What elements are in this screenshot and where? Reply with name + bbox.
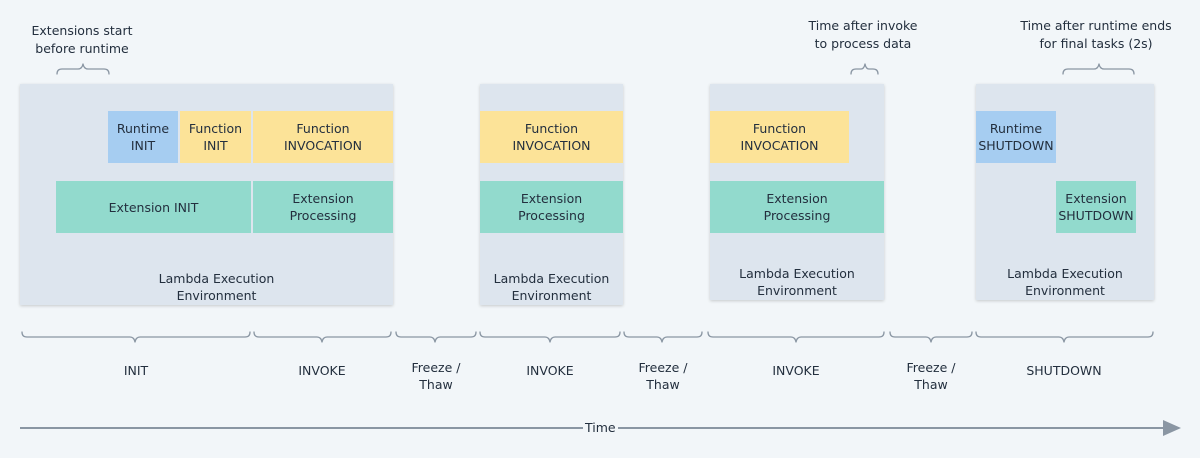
environment-label: Lambda Execution Environment bbox=[739, 266, 855, 298]
brace-shutdown bbox=[975, 331, 1154, 343]
runtime-init-box: Runtime INIT bbox=[108, 111, 178, 163]
function-invocation-box: Function INVOCATION bbox=[253, 111, 393, 163]
extension-shutdown-box: Extension SHUTDOWN bbox=[1056, 181, 1136, 233]
function-invocation-box: Function INVOCATION bbox=[710, 111, 849, 163]
brace-freeze-3 bbox=[889, 331, 973, 343]
brace-init bbox=[21, 331, 251, 343]
phase-label-invoke-3: INVOKE bbox=[772, 363, 820, 378]
extension-processing-box: Extension Processing bbox=[480, 181, 623, 233]
brace-time-after-invoke bbox=[850, 63, 879, 75]
lambda-environment-2: Function INVOCATION Extension Processing… bbox=[480, 84, 623, 305]
brace-invoke-1 bbox=[253, 331, 392, 343]
function-init-box: Function INIT bbox=[180, 111, 251, 163]
environment-label: Lambda Execution Environment bbox=[1007, 266, 1123, 298]
extension-processing-box: Extension Processing bbox=[253, 181, 393, 233]
time-axis-label: Time bbox=[583, 420, 618, 436]
brace-freeze-2 bbox=[623, 331, 703, 343]
lambda-environment-4: Runtime SHUTDOWN Extension SHUTDOWN Lamb… bbox=[976, 84, 1154, 300]
function-invocation-box: Function INVOCATION bbox=[480, 111, 623, 163]
note-time-after-invoke: Time after invoke to process data bbox=[808, 18, 918, 51]
brace-freeze-1 bbox=[395, 331, 477, 343]
phase-label-invoke-1: INVOKE bbox=[298, 363, 346, 378]
phase-label-freeze-1: Freeze / Thaw bbox=[411, 360, 461, 392]
environment-label: Lambda Execution Environment bbox=[493, 271, 610, 303]
note-time-after-runtime: Time after runtime ends for final tasks … bbox=[1020, 18, 1172, 51]
brace-invoke-3 bbox=[707, 331, 885, 343]
phase-label-shutdown: SHUTDOWN bbox=[1026, 363, 1102, 378]
extension-processing-box: Extension Processing bbox=[710, 181, 884, 233]
phase-label-freeze-2: Freeze / Thaw bbox=[638, 360, 688, 392]
brace-extensions-start bbox=[56, 63, 110, 75]
brace-invoke-2 bbox=[479, 331, 621, 343]
environment-label: Lambda Execution Environment bbox=[158, 271, 275, 303]
note-extensions-start: Extensions start before runtime bbox=[31, 23, 133, 56]
phase-label-invoke-2: INVOKE bbox=[526, 363, 574, 378]
extension-init-box: Extension INIT bbox=[56, 181, 251, 233]
phase-label-freeze-3: Freeze / Thaw bbox=[906, 360, 956, 392]
runtime-shutdown-box: Runtime SHUTDOWN bbox=[976, 111, 1056, 163]
brace-time-after-runtime bbox=[1062, 63, 1135, 75]
lambda-environment-3: Function INVOCATION Extension Processing… bbox=[710, 84, 884, 300]
lambda-environment-1: Runtime INIT Function INIT Function INVO… bbox=[20, 84, 393, 305]
phase-label-init: INIT bbox=[123, 363, 149, 378]
